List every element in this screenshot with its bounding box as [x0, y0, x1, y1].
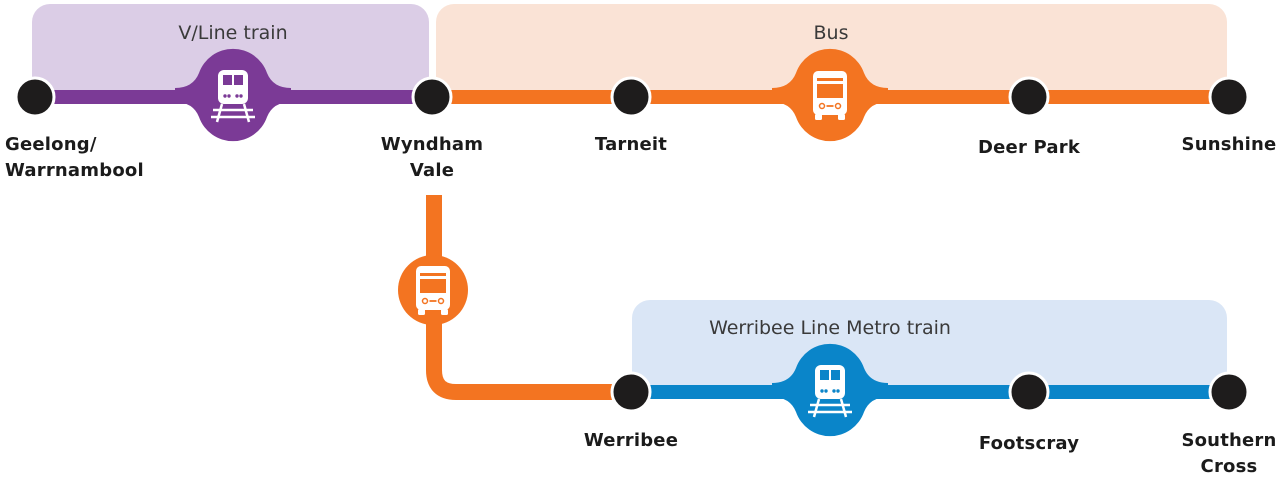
vline-title: V/Line train — [178, 22, 288, 44]
metro-title: Werribee Line Metro train — [709, 317, 951, 339]
bus-title: Bus — [813, 22, 849, 44]
station-label-werribee: Werribee — [583, 430, 679, 451]
station-label-southern-cross: Southern Cross — [1181, 430, 1277, 477]
station-label-wyndham-vale: Wyndham Vale — [380, 134, 484, 181]
vline-train-icon — [175, 48, 291, 142]
station-dot-sunshine — [1208, 76, 1250, 118]
station-dot-wyndham-vale — [411, 76, 453, 118]
station-label-footscray: Footscray — [978, 433, 1080, 454]
station-dot-deer-park — [1008, 76, 1050, 118]
station-label-deer-park: Deer Park — [977, 137, 1080, 158]
connector-bus-icon — [398, 255, 468, 325]
station-dot-southern-cross — [1208, 371, 1250, 413]
bus-icon — [772, 48, 888, 142]
metro-train-icon — [772, 343, 888, 437]
station-label-sunshine: Sunshine — [1181, 134, 1277, 155]
station-label-tarneit: Tarneit — [594, 134, 668, 155]
station-dot-werribee — [610, 371, 652, 413]
connector-bus-route-line — [426, 195, 631, 400]
station-dot-footscray — [1008, 371, 1050, 413]
metro-panel — [632, 300, 1227, 393]
station-dot-tarneit — [610, 76, 652, 118]
station-label-geelong: Geelong/ Warrnambool — [5, 134, 144, 181]
station-dot-geelong — [14, 76, 56, 118]
